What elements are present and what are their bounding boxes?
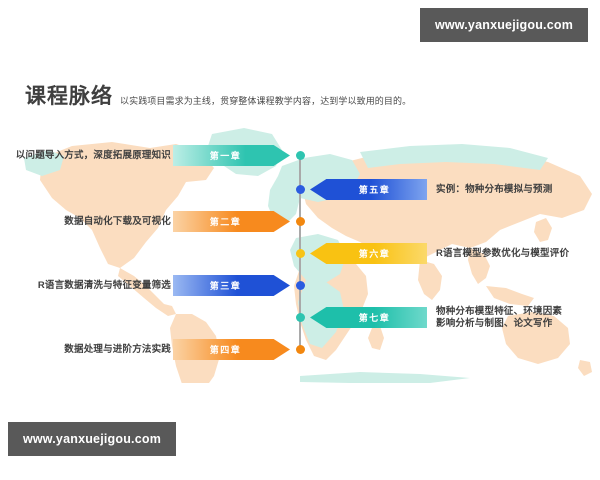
- chapter-badge-label-6: 第六章: [358, 249, 391, 259]
- chapter-badge-6[interactable]: 第六章: [310, 243, 427, 264]
- timeline-dot-7: [295, 345, 305, 354]
- map-landmasses-warm: [40, 142, 592, 383]
- timeline-row-chapter-7[interactable]: 第七章 物种分布模型特征、环境因素 影响分析与制图、论文写作: [310, 305, 563, 329]
- chapter-badge-7[interactable]: 第七章: [310, 307, 427, 328]
- chapter-badge-3[interactable]: 第三章: [173, 275, 290, 296]
- timeline-row-chapter-5[interactable]: 第五章 实例：物种分布模拟与预测: [310, 179, 552, 200]
- timeline-label-1: 以问题导入方式，深度拓展原理知识: [15, 149, 171, 161]
- timeline-row-chapter-2[interactable]: 数据自动化下载及可视化 第二章: [64, 211, 290, 232]
- timeline-dot-5: [295, 281, 305, 290]
- chapter-badge-label-3: 第三章: [209, 281, 242, 291]
- timeline-dot-3: [295, 217, 305, 226]
- watermark-bottom: www.yanxuejigou.com: [8, 422, 176, 456]
- timeline-label-6: R语言模型参数优化与模型评价: [436, 247, 570, 259]
- timeline-row-chapter-4[interactable]: 数据处理与进阶方法实践 第四章: [64, 339, 290, 360]
- chapter-badge-4[interactable]: 第四章: [173, 339, 290, 360]
- chapter-badge-2[interactable]: 第二章: [173, 211, 290, 232]
- chapter-badge-label-2: 第二章: [209, 217, 242, 227]
- timeline-label-4: 数据处理与进阶方法实践: [64, 343, 171, 355]
- timeline-dot-1: [295, 151, 305, 160]
- chapter-badge-label-5: 第五章: [358, 185, 391, 195]
- chapter-badge-label-7: 第七章: [358, 313, 391, 323]
- timeline-row-chapter-6[interactable]: 第六章 R语言模型参数优化与模型评价: [310, 243, 569, 264]
- page-subtitle: 以实践项目需求为主线，贯穿整体课程教学内容，达到学以致用的目的。: [120, 96, 412, 106]
- chapter-badge-label-1: 第一章: [209, 151, 242, 161]
- watermark-top: www.yanxuejigou.com: [420, 8, 588, 42]
- timeline-row-chapter-3[interactable]: R语言数据清洗与特征变量筛选 第三章: [38, 275, 290, 296]
- page-header: 课程脉络 以实践项目需求为主线，贯穿整体课程教学内容，达到学以致用的目的。: [25, 86, 411, 107]
- timeline-label-3: R语言数据清洗与特征变量筛选: [37, 279, 171, 291]
- chapter-badge-label-4: 第四章: [209, 345, 242, 355]
- timeline-dot-4: [295, 249, 305, 258]
- chapter-badge-1[interactable]: 第一章: [173, 145, 290, 166]
- page-title: 课程脉络: [25, 85, 113, 108]
- chapter-badge-5[interactable]: 第五章: [310, 179, 427, 200]
- timeline-dot-6: [295, 313, 305, 322]
- timeline-label-7: 物种分布模型特征、环境因素 影响分析与制图、论文写作: [436, 305, 563, 329]
- timeline-row-chapter-1[interactable]: 以问题导入方式，深度拓展原理知识 第一章: [16, 145, 290, 166]
- timeline-label-2: 数据自动化下载及可视化: [64, 215, 171, 227]
- timeline-dot-2: [295, 185, 305, 194]
- timeline-label-5: 实例：物种分布模拟与预测: [436, 183, 553, 195]
